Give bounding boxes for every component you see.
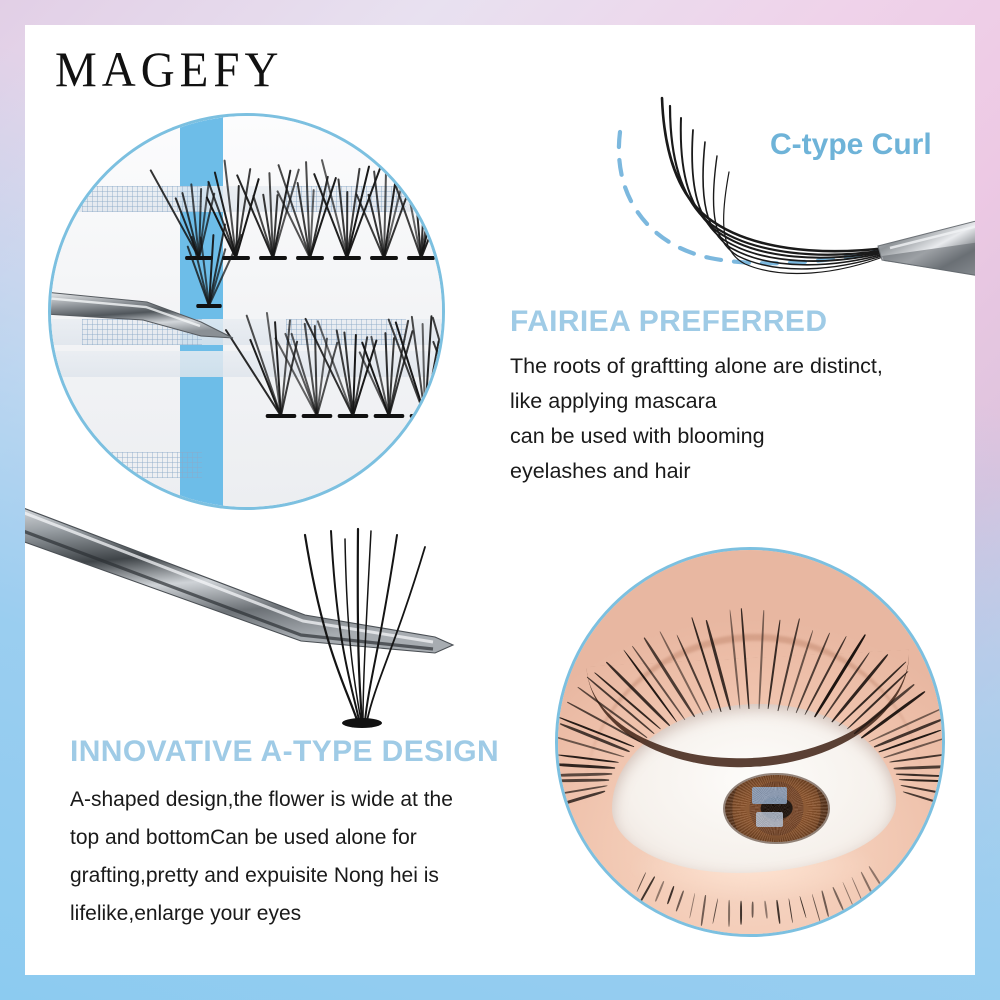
eye-closeup-photo (555, 547, 945, 937)
atype-line-3: grafting,pretty and expuisite Nong hei i… (70, 857, 499, 895)
pupil (760, 798, 793, 820)
iris (725, 775, 827, 843)
eye-scene (558, 550, 942, 934)
a-type-lash-base (342, 718, 382, 728)
lash-tray-photo (48, 113, 445, 510)
c-curl-tweezer-tip (878, 220, 975, 276)
atype-line-2: top and bottomCan be used alone for (70, 819, 499, 857)
atype-line-1: A-shaped design,the flower is wide at th… (70, 781, 499, 819)
atype-line-4: lifelike,enlarge your eyes (70, 895, 499, 933)
fairiea-heading: FAIRIEA PREFERRED (510, 305, 883, 339)
tray-tweezers (51, 116, 442, 507)
a-type-illustration (25, 495, 475, 745)
fairiea-line-1: The roots of graftting alone are distinc… (510, 349, 883, 384)
a-type-tweezer-body (25, 501, 453, 653)
c-type-curl-label: C-type Curl (770, 128, 932, 162)
fairiea-line-2: like applying mascara (510, 384, 883, 419)
fairiea-line-4: eyelashes and hair (510, 454, 883, 489)
atype-text-block: INNOVATIVE A-TYPE DESIGN A-shaped design… (70, 735, 499, 933)
iris-glint-2 (756, 812, 783, 827)
atype-heading: INNOVATIVE A-TYPE DESIGN (70, 735, 499, 769)
c-curl-lash-fibers (662, 98, 888, 274)
lash-tray-scene (51, 116, 442, 507)
fairiea-text-block: FAIRIEA PREFERRED The roots of graftting… (510, 305, 883, 489)
fairiea-line-3: can be used with blooming (510, 419, 883, 454)
iris-glint-1 (752, 787, 787, 805)
c-curl-illustration (590, 80, 975, 295)
product-info-panel: MAGEFY (25, 25, 975, 975)
brand-logo: MAGEFY (55, 42, 283, 99)
